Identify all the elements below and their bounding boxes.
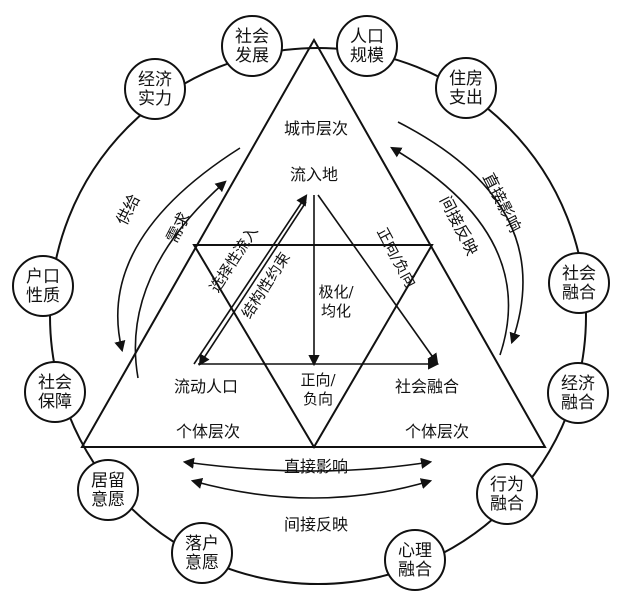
node-renkou-guimo: 人口 规模 bbox=[336, 15, 398, 77]
supply-label: 供给 bbox=[112, 191, 143, 228]
node-xingwei-ronghe: 行为 融合 bbox=[476, 463, 538, 525]
node-line: 人口 bbox=[350, 27, 384, 47]
node-line: 融合 bbox=[490, 494, 524, 514]
inverted-triangle bbox=[192, 244, 434, 449]
node-hukou-xingzhi: 户口 性质 bbox=[12, 255, 74, 317]
node-line: 融合 bbox=[561, 393, 595, 413]
individual-level-left-label: 个体层次 bbox=[176, 422, 240, 441]
floating-population-label: 流动人口 bbox=[174, 377, 238, 396]
node-line: 社会 bbox=[562, 264, 596, 284]
node-zhufang-zhichu: 住房 支出 bbox=[435, 57, 497, 119]
node-line: 经济 bbox=[138, 70, 172, 90]
social-integration-label: 社会融合 bbox=[395, 377, 459, 396]
node-line: 保障 bbox=[38, 392, 72, 412]
node-shehui-fazhan: 社会 发展 bbox=[221, 15, 283, 77]
node-line: 居留 bbox=[91, 471, 125, 491]
individual-level-right-label: 个体层次 bbox=[405, 422, 469, 441]
pos-neg-vertical-label: 正向/负向 bbox=[373, 225, 419, 291]
node-line: 社会 bbox=[235, 27, 269, 47]
direct-impact-arc-right bbox=[397, 121, 524, 345]
node-line: 意愿 bbox=[185, 553, 219, 573]
node-line: 支出 bbox=[449, 88, 483, 108]
polarization-label: 极化/ bbox=[318, 283, 354, 301]
node-xinli-ronghe: 心理 融合 bbox=[384, 529, 446, 591]
node-line: 心理 bbox=[398, 541, 432, 561]
inflow-place-label: 流入地 bbox=[290, 165, 338, 184]
node-line: 规模 bbox=[350, 46, 384, 66]
node-shehui-ronghe: 社会 融合 bbox=[548, 252, 610, 314]
node-luohu-yiyuan: 落户 意愿 bbox=[171, 522, 233, 584]
direct-impact-right-label: 直接影响 bbox=[479, 170, 525, 236]
node-line: 发展 bbox=[235, 46, 269, 66]
indirect-reflection-bottom-label: 间接反映 bbox=[284, 515, 348, 534]
demand-arc bbox=[134, 180, 227, 379]
node-line: 经济 bbox=[561, 374, 595, 394]
node-line: 性质 bbox=[26, 286, 60, 306]
positive-negative-diagonal bbox=[317, 194, 439, 365]
indirect-reflection-arc-right bbox=[390, 146, 510, 356]
structural-constraint-arrow bbox=[198, 201, 307, 366]
node-line: 融合 bbox=[562, 283, 596, 303]
node-line: 行为 bbox=[490, 475, 524, 495]
choice-inflow-label: 选择性流入 bbox=[206, 223, 262, 296]
positive-label: 正向/ bbox=[300, 371, 336, 389]
node-line: 社会 bbox=[38, 373, 72, 393]
equalization-label: 均化 bbox=[321, 302, 351, 320]
node-line: 户口 bbox=[26, 267, 60, 287]
node-jingji-ronghe: 经济 融合 bbox=[547, 362, 609, 424]
indirect-reflection-right-label: 间接反映 bbox=[436, 193, 482, 259]
indirect-reflection-arc-bottom bbox=[190, 477, 433, 499]
negative-label: 负向 bbox=[303, 390, 333, 408]
direct-impact-arc-bottom bbox=[182, 457, 433, 472]
node-shehui-baozhang: 社会 保障 bbox=[24, 361, 86, 423]
node-juliu-yiyuan: 居留 意愿 bbox=[77, 459, 139, 521]
direct-impact-bottom-label: 直接影响 bbox=[284, 457, 348, 476]
node-line: 住房 bbox=[449, 69, 483, 89]
city-level-label: 城市层次 bbox=[284, 119, 348, 138]
node-line: 意愿 bbox=[91, 490, 125, 510]
supply-arc bbox=[114, 147, 241, 353]
node-line: 落户 bbox=[185, 534, 219, 554]
demand-label: 需求 bbox=[162, 209, 193, 246]
node-line: 实力 bbox=[138, 89, 172, 109]
node-line: 融合 bbox=[398, 560, 432, 580]
node-jingji-shili: 经济 实力 bbox=[124, 58, 186, 120]
choice-inflow-arrow bbox=[193, 194, 308, 365]
